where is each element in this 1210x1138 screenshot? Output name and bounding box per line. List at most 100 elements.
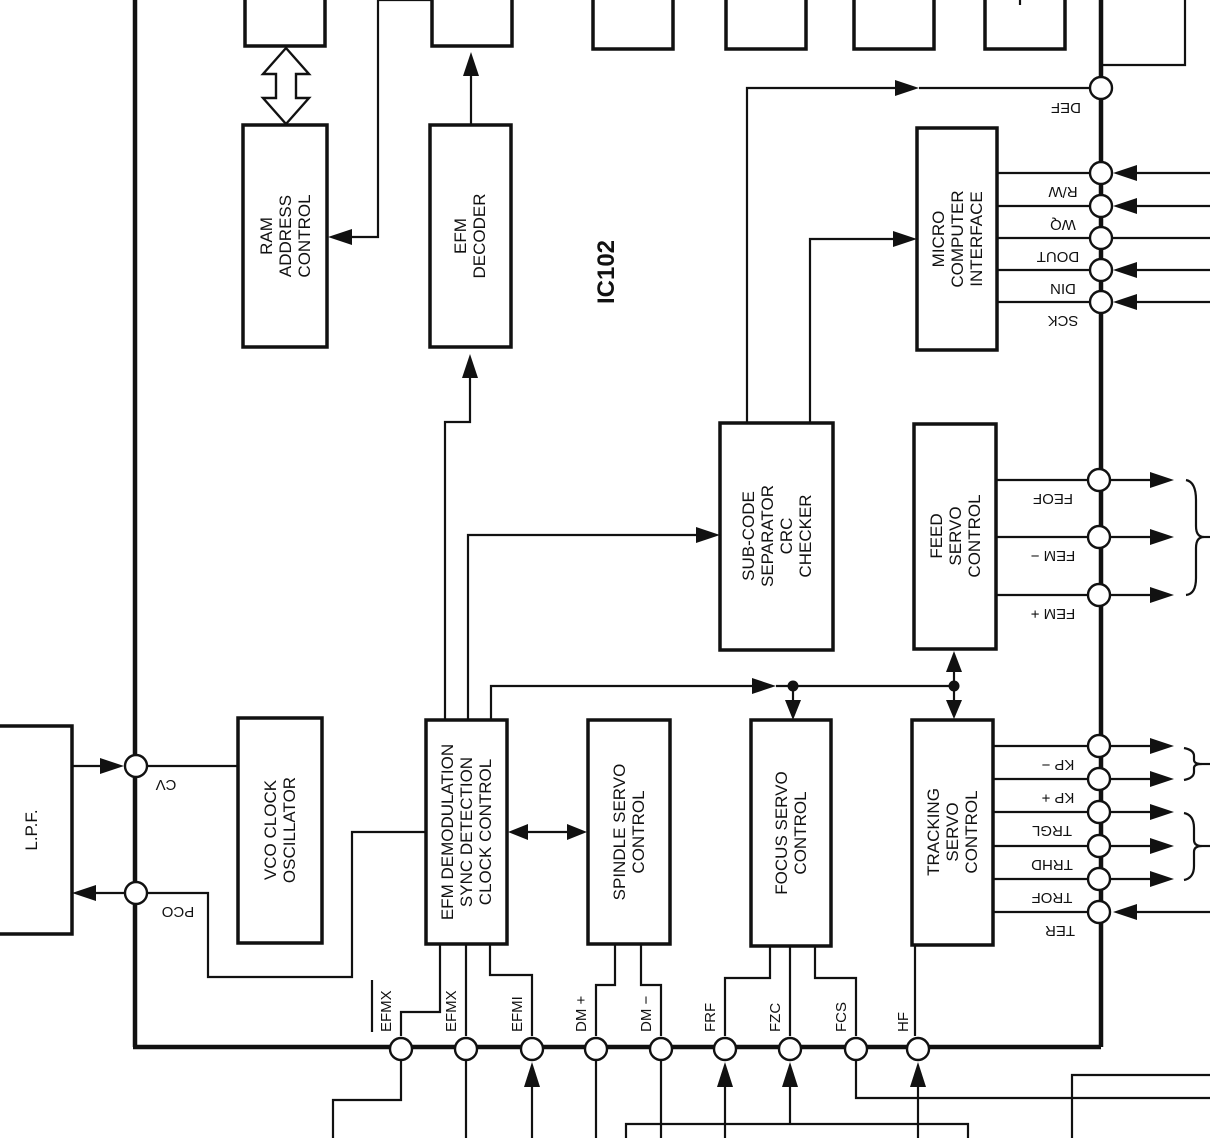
tracking-line-1: TRACKING: [924, 788, 943, 876]
feed-line-1: FEED: [927, 513, 946, 558]
pin-kp-plus: [1086, 766, 1112, 792]
top-box-4: [724, 0, 808, 51]
top-box-6: [983, 0, 1067, 51]
pin-kp-minus: [1086, 733, 1112, 759]
efm-decoder-line-2: DECODER: [470, 193, 489, 278]
pin-efmx-bar: [388, 1036, 414, 1062]
spindle-servo-control-block: [586, 718, 672, 946]
pin-def: [1088, 75, 1114, 101]
top-box-5: [852, 0, 936, 51]
label-fzc: FZC: [767, 1003, 784, 1032]
subcode-line-2: SEPARATOR: [758, 485, 777, 587]
focus-line-2: CONTROL: [791, 791, 810, 874]
label-rw: R/W: [1048, 183, 1078, 200]
pin-hf: [905, 1036, 931, 1062]
pin-fcs: [843, 1036, 869, 1062]
efmd-line-2: SYNC DETECTION: [457, 757, 476, 907]
tracking-line-3: CONTROL: [962, 790, 981, 873]
brace-tr: [1183, 811, 1203, 882]
label-efmx: EFMX: [443, 990, 460, 1032]
demod-servo-wire: [489, 684, 752, 720]
label-pco: PCO: [162, 903, 195, 920]
vco-line-2: OSCILLATOR: [280, 777, 299, 883]
pin-din: [1088, 257, 1114, 283]
label-efmx-bar: EFMX: [378, 990, 395, 1032]
pin-efmi: [519, 1036, 545, 1062]
pin-dout: [1088, 225, 1114, 251]
spindle-line-2: CONTROL: [629, 790, 648, 873]
label-trhd: TRHD: [1031, 856, 1073, 873]
lpf-label: L.P.F.: [22, 809, 41, 850]
pin-dm-minus: [648, 1036, 674, 1062]
pin-pco: [123, 880, 149, 906]
spindle-line-1: SPINDLE SERVO: [610, 764, 629, 901]
subcode-line-4: CHECKER: [796, 494, 815, 577]
ram-line-3: CONTROL: [295, 194, 314, 277]
ic-label: IC102: [593, 240, 620, 304]
demod-decoder-wire: [443, 378, 472, 720]
label-dm-minus: DM −: [638, 996, 655, 1032]
label-wq: WQ: [1050, 216, 1076, 233]
vco-line-1: VCO CLOCK: [261, 779, 280, 880]
pin-ter: [1086, 899, 1112, 925]
ram-bidirectional-arrow: [260, 46, 312, 126]
pco-wire: [146, 830, 427, 979]
pin-fem-minus: [1086, 524, 1112, 550]
pin-trgl: [1086, 799, 1112, 825]
mci-line-2: COMPUTER: [948, 190, 967, 287]
focus-servo-control-block: [749, 718, 833, 948]
pin-trhd: [1086, 833, 1112, 859]
ram-line-2: ADDRESS: [276, 195, 295, 277]
pin-dm-plus: [583, 1036, 609, 1062]
efmd-line-3: CLOCK CONTROL: [476, 759, 495, 905]
label-efmi: EFMI: [509, 996, 526, 1032]
label-ter: TER: [1045, 922, 1075, 939]
feed-line-3: CONTROL: [965, 494, 984, 577]
efm-demodulation-block: [424, 718, 509, 946]
brace-kp: [1183, 746, 1203, 782]
pin-efmx: [453, 1036, 479, 1062]
pin-cv: [123, 753, 149, 779]
efm-decoder-line-1: EFM: [451, 218, 470, 254]
label-dm-plus: DM +: [573, 996, 590, 1032]
mci-line-3: INTERFACE: [967, 191, 986, 286]
mci-line-1: MICRO: [929, 211, 948, 268]
subcode-line-1: SUB-CODE: [739, 491, 758, 581]
pin-sck: [1088, 289, 1114, 315]
label-frf: FRF: [702, 1003, 719, 1032]
feed-line-2: SERVO: [946, 506, 965, 565]
pin-feof: [1086, 467, 1112, 493]
pin-frf: [712, 1036, 738, 1062]
micro-computer-interface-block: [915, 126, 999, 352]
ram-address-control-block: [241, 123, 329, 349]
pin-fzc: [777, 1036, 803, 1062]
label-def: DEF: [1051, 99, 1081, 116]
label-hf: HF: [895, 1012, 912, 1032]
top-right-wire: [1101, 0, 1187, 67]
subcode-micro-wire: [808, 237, 893, 423]
focus-line-1: FOCUS SERVO: [772, 771, 791, 894]
label-dout: DOUT: [1037, 248, 1080, 265]
subcode-def-wire: [745, 86, 895, 423]
pin-fem-plus: [1086, 582, 1112, 608]
label-sck: SCK: [1048, 312, 1079, 329]
brace-feed: [1185, 478, 1205, 597]
demod-subcode-wire: [466, 533, 696, 720]
tracking-line-2: SERVO: [943, 802, 962, 861]
top-box-3: [591, 0, 675, 51]
ram-wire: [352, 0, 432, 239]
feed-servo-control-block: [912, 422, 998, 651]
efmd-line-1: EFM DEMODULATION: [438, 744, 457, 920]
pin-rw: [1088, 160, 1114, 186]
vco-clock-oscillator-block: [236, 716, 324, 945]
label-kp-plus: KP +: [1041, 789, 1074, 806]
sub-code-separator-block: [718, 421, 835, 652]
top-box-1: [243, 0, 327, 48]
label-cv: CV: [156, 776, 177, 793]
label-kp-minus: KP −: [1041, 756, 1074, 773]
label-feof: FEOF: [1033, 490, 1073, 507]
pin-trof: [1086, 866, 1112, 892]
label-fcs: FCS: [833, 1002, 850, 1032]
label-trof: TROF: [1032, 889, 1073, 906]
